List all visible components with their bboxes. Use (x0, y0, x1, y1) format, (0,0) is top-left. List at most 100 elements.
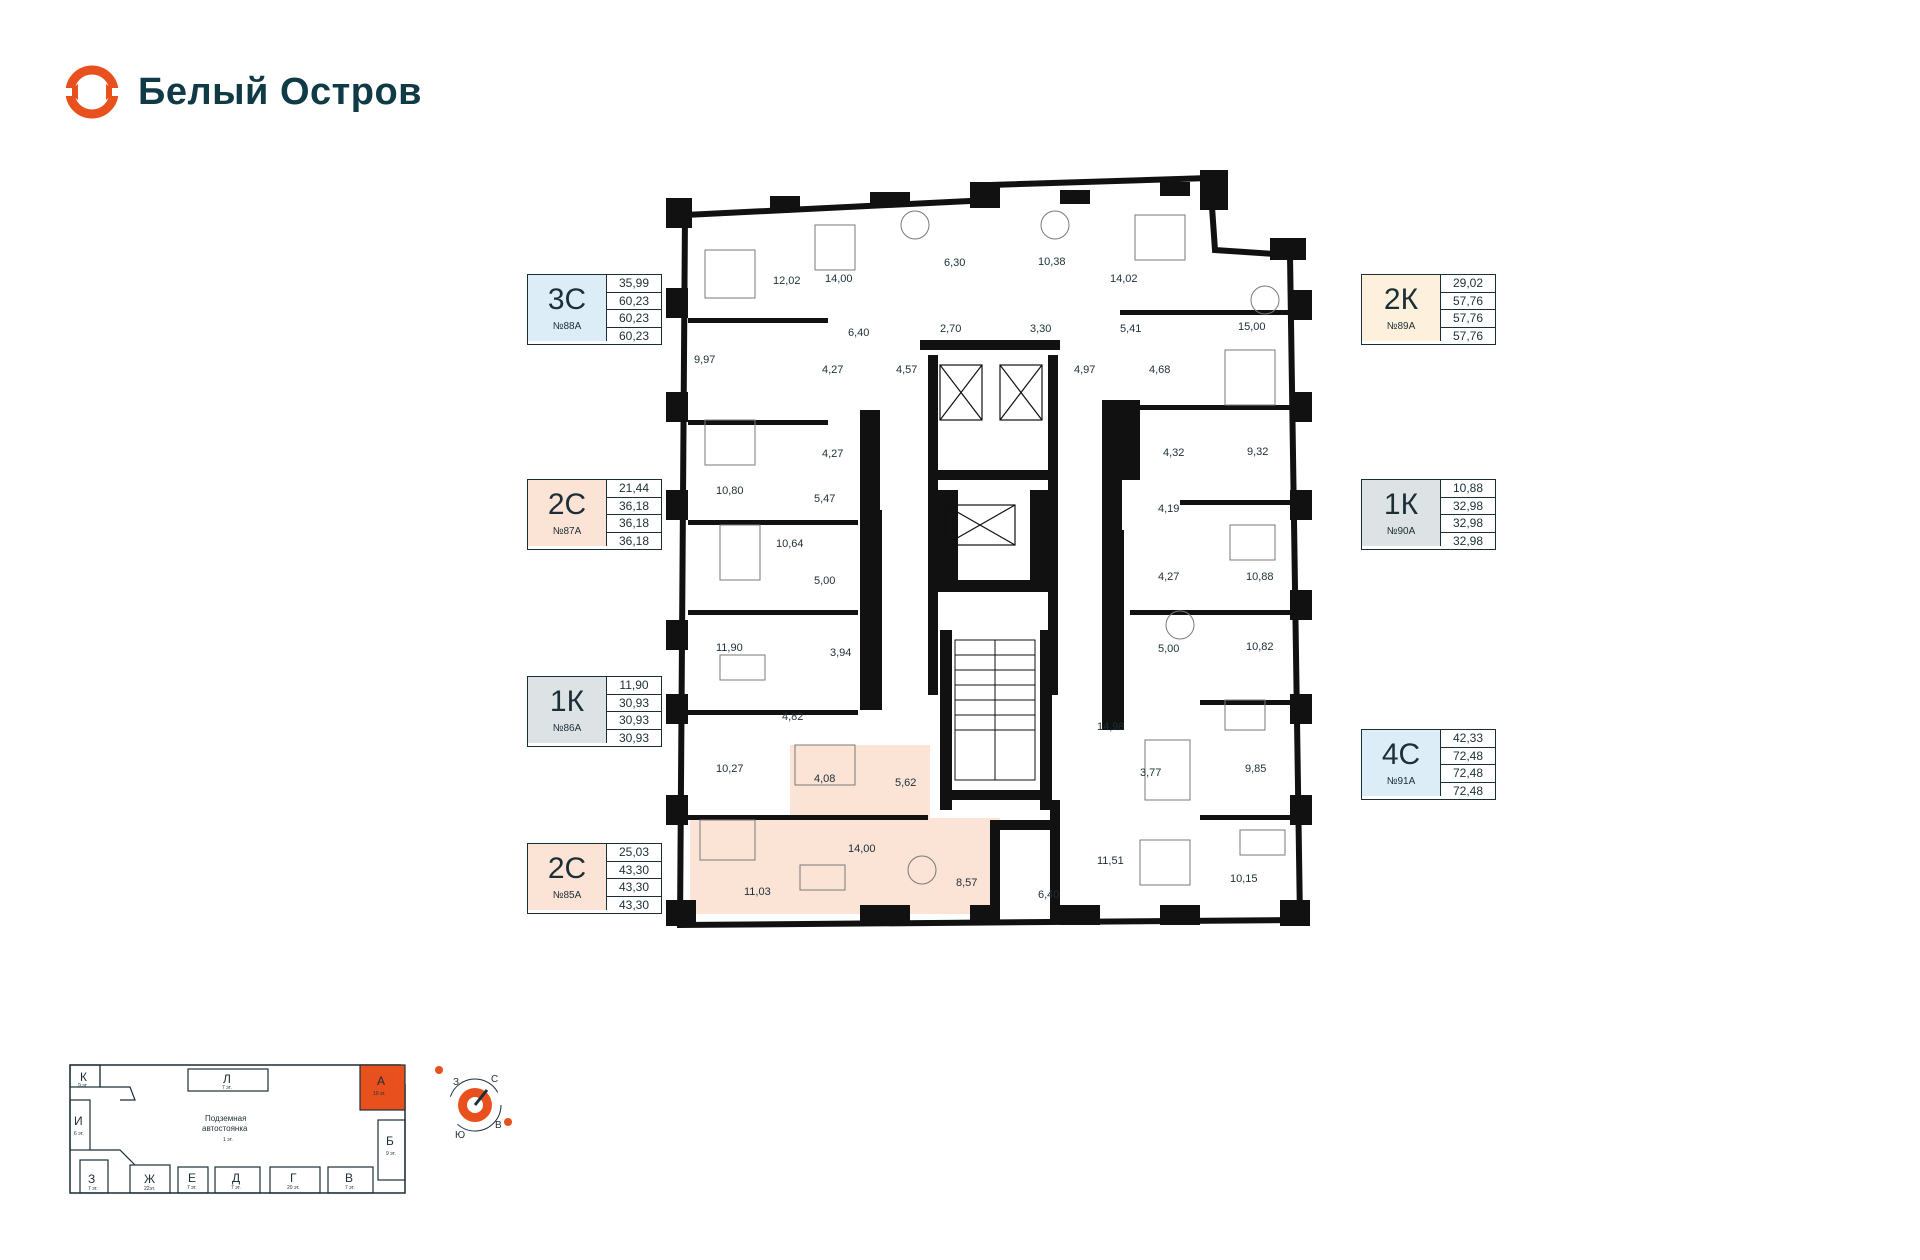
section-floors: 6 эт. (74, 1131, 84, 1137)
section-floors: 22эт. (144, 1186, 155, 1192)
apartment-85a-highlight-b[interactable] (790, 745, 930, 820)
apartment-type-cell: 3С №88А (528, 275, 607, 341)
section-letter: Г (290, 1171, 297, 1185)
area-value: 10,88 (1441, 480, 1495, 498)
area-value: 30,93 (607, 695, 661, 712)
section-l[interactable] (187, 1068, 269, 1092)
apartment-card-91a[interactable]: 4С №91А 42,33 72,48 72,48 72,48 (1361, 729, 1496, 800)
elevators (939, 364, 1043, 546)
area-value: 32,98 (1452, 533, 1484, 548)
staircase (954, 639, 1036, 781)
apartment-card-86a[interactable]: 1К №86А 11,90 30,93 30,93 30,93 (527, 676, 662, 747)
section-floors: 7 эт. (222, 1085, 232, 1091)
apartment-card-88a[interactable]: 3С №88А 35,99 60,23 60,23 60,23 (527, 274, 662, 345)
apartment-type-cell: 2С №87А (528, 480, 607, 546)
room-area: 6,40 (1038, 889, 1059, 901)
sun-icon (435, 1066, 443, 1074)
parking-floors: 1 эт. (223, 1137, 233, 1143)
room-area: 6,40 (848, 327, 869, 339)
section-floors: 7 эт. (187, 1185, 197, 1191)
apartment-number: №88А (552, 320, 582, 332)
furniture (699, 210, 1286, 891)
section-g[interactable] (269, 1166, 321, 1194)
section-z[interactable] (79, 1159, 109, 1194)
apartment-type: 2С (547, 851, 587, 885)
room-area: 4,27 (822, 364, 843, 376)
section-letter: И (74, 1114, 83, 1128)
room-area: 4,27 (1158, 571, 1179, 583)
section-floors: 7 эт. (345, 1185, 355, 1191)
section-letter: З (88, 1172, 95, 1186)
section-letter: В (345, 1171, 353, 1185)
area-value: 35,99 (607, 275, 661, 293)
apartment-areas: 25,03 43,30 43,30 43,30 (607, 844, 661, 913)
compass-east: В (495, 1120, 502, 1131)
brand-name: Белый Остров (138, 70, 423, 113)
section-a-highlight[interactable] (359, 1064, 406, 1111)
room-area: 10,15 (1230, 873, 1258, 885)
section-zh[interactable] (129, 1164, 171, 1194)
room-area: 10,38 (1038, 256, 1066, 268)
compass: З С Ю В (435, 1066, 512, 1141)
apartment-areas: 21,44 36,18 36,18 36,18 (607, 480, 661, 549)
section-letter: Д (232, 1171, 240, 1185)
apartment-type-cell: 2С №85А (528, 844, 607, 910)
apartment-card-90a[interactable]: 1К №90А 10,88 32,98 32,98 32,98 (1361, 479, 1496, 550)
room-area: 11,90 (716, 642, 743, 654)
room-area: 12,02 (773, 275, 801, 287)
area-value: 57,76 (1441, 310, 1495, 328)
area-value: 43,30 (607, 862, 661, 879)
room-area: 6,30 (944, 257, 965, 269)
area-value: 36,18 (607, 515, 661, 533)
apartment-type: 2К (1383, 282, 1419, 316)
room-area: 14,98 (1097, 721, 1125, 733)
section-d[interactable] (214, 1166, 261, 1194)
section-b[interactable] (377, 1119, 406, 1181)
section-i[interactable] (69, 1099, 91, 1151)
area-value: 72,48 (1441, 765, 1495, 783)
structural-columns (666, 170, 1312, 926)
room-area: 4,97 (1074, 364, 1095, 376)
room-area: 3,30 (1030, 323, 1051, 335)
apartment-type: 2С (547, 487, 587, 521)
area-value: 60,23 (607, 293, 661, 310)
apartment-number: №90А (1386, 525, 1416, 537)
room-area: 9,85 (1245, 763, 1266, 775)
section-floors: 7 эт. (231, 1185, 241, 1191)
area-value: 60,23 (607, 310, 661, 328)
room-area: 2,70 (940, 323, 961, 335)
section-letter: А (377, 1074, 385, 1088)
room-area: 4,08 (814, 773, 835, 785)
section-floors: 10 эт. (373, 1091, 386, 1097)
area-value: 57,76 (1441, 293, 1495, 310)
room-area: 14,00 (848, 843, 876, 855)
apartment-number: №85А (552, 889, 582, 901)
apartment-areas: 29,02 57,76 57,76 57,76 (1441, 275, 1495, 344)
apartment-number: №86А (552, 722, 582, 734)
area-value: 32,98 (1441, 498, 1495, 515)
room-labels: 12,02 14,00 6,30 10,38 14,02 6,40 2,70 3… (694, 256, 1274, 901)
apartment-card-89a[interactable]: 2К №89А 29,02 57,76 57,76 57,76 (1361, 274, 1496, 345)
apartment-areas: 42,33 72,48 72,48 72,48 (1441, 730, 1495, 799)
area-value: 43,30 (618, 897, 650, 912)
parking-label: Подземная (205, 1114, 246, 1123)
apartment-card-87a[interactable]: 2С №87А 21,44 36,18 36,18 36,18 (527, 479, 662, 550)
compass-west: З (453, 1077, 459, 1088)
room-area: 5,00 (1158, 643, 1179, 655)
section-floors: 7 эт. (88, 1186, 98, 1192)
section-v[interactable] (327, 1166, 374, 1194)
brand-logo-icon (64, 65, 120, 119)
section-letter: Е (188, 1171, 196, 1185)
room-area: 10,27 (716, 763, 744, 775)
room-area: 3,77 (1140, 767, 1161, 779)
section-e[interactable] (177, 1166, 209, 1194)
area-value: 72,48 (1441, 748, 1495, 765)
apartment-card-85a[interactable]: 2С №85А 25,03 43,30 43,30 43,30 (527, 843, 662, 914)
apartment-number: №91А (1386, 775, 1416, 787)
room-area: 10,82 (1246, 641, 1274, 653)
area-value: 36,18 (607, 498, 661, 515)
apartment-type: 1К (549, 684, 585, 718)
compass-south: Ю (455, 1130, 465, 1141)
room-area: 5,41 (1120, 323, 1141, 335)
room-area: 9,32 (1247, 446, 1268, 458)
